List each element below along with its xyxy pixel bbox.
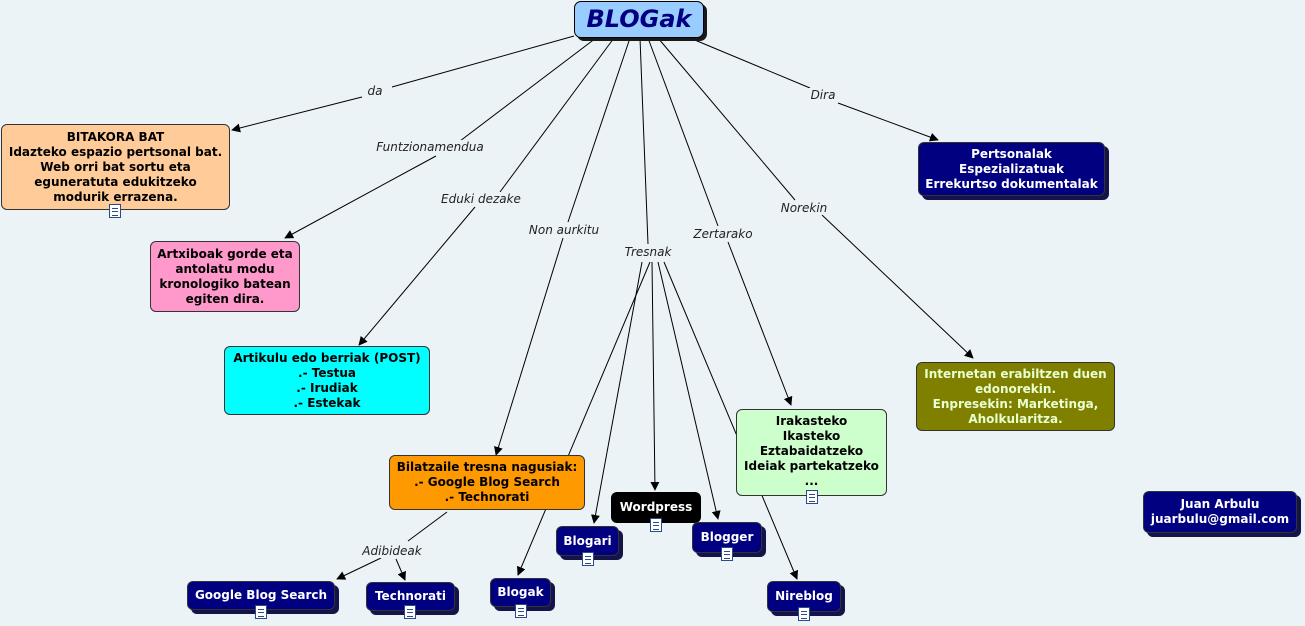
node-artikulu-line: .- Testua [298, 365, 356, 380]
node-bilatzaile-line: .- Technorati [444, 490, 530, 504]
node-blogak[interactable]: Blogak [490, 578, 551, 607]
arrow-norekin-internetan [821, 214, 974, 359]
line-root-dira [689, 37, 811, 89]
link-label-da: da [365, 84, 385, 98]
node-artxiboak-line: antolatu modu [175, 261, 275, 276]
node-bilatzaile-line: .- Google Blog Search [414, 475, 560, 489]
node-internetan-line: edonorekin. [974, 381, 1056, 396]
node-artikulu-line: .- Irudiak [296, 380, 358, 395]
arrow-funtzionamendua-artxiboak [284, 155, 437, 239]
link-label-tresnak: Tresnak [622, 245, 674, 259]
arrow-tresnak-wordpress [650, 261, 660, 491]
node-artxiboak-line: egiten dira. [185, 291, 265, 306]
line-root-norekin [657, 37, 796, 201]
node-wordpress-label: Wordpress [619, 500, 693, 514]
author-name: Juan Arbulu [1180, 497, 1260, 511]
node-artxiboak-line: Artxiboak gorde eta [157, 246, 293, 261]
node-pertsonalak-line: Espezializatuak [959, 161, 1064, 176]
document-icon[interactable] [109, 204, 121, 218]
node-blogger[interactable]: Blogger [692, 522, 762, 553]
document-icon[interactable] [806, 490, 818, 504]
line-root-funtzionamendua [459, 37, 597, 142]
node-artxiboak-line: kronologiko batean [159, 276, 291, 291]
node-irakasteko-line: Ideiak partekatzeko [744, 459, 879, 473]
node-bilatzaile-line: Bilatzaile tresna nagusiak: [396, 460, 578, 474]
arrow-zertarako-irakasteko [727, 241, 793, 406]
line-root-tresnak [639, 37, 649, 245]
node-pertsonalak-line: Errekurtso dokumentalak [925, 176, 1098, 191]
link-label-norekin: Norekin [778, 201, 830, 215]
node-internetan-line: Aholkularitza. [968, 411, 1063, 426]
line-root-zertarako [647, 37, 719, 227]
document-icon[interactable] [404, 605, 416, 619]
author-box: Juan Arbulu juarbulu@gmail.com [1143, 491, 1297, 533]
arrow-tresnak-blogger [657, 261, 721, 520]
node-nireblog-label: Nireblog [775, 589, 833, 603]
root-title: BLOGak [586, 5, 692, 33]
node-irakasteko-line: Eztabaidatzeko [759, 444, 864, 458]
root-node-blogak[interactable]: BLOGak [574, 1, 704, 38]
node-pertsonalak-line: Pertsonalak [971, 146, 1052, 161]
line-root-non [567, 37, 631, 223]
node-internetan[interactable]: Internetan erabiltzen duen edonorekin. E… [916, 362, 1115, 431]
node-google-label: Google Blog Search [194, 588, 328, 602]
node-wordpress[interactable]: Wordpress [611, 492, 701, 523]
node-artxiboak[interactable]: Artxiboak gorde eta antolatu modu kronol… [150, 241, 300, 312]
node-blogak-label: Blogak [497, 585, 544, 599]
link-label-non-aurkitu: Non aurkitu [526, 223, 602, 237]
node-blogari[interactable]: Blogari [556, 526, 619, 556]
node-internetan-line: Internetan erabiltzen duen [924, 366, 1107, 381]
document-icon[interactable] [582, 552, 594, 566]
arrow-dira-pertsonalak [837, 102, 939, 142]
author-email[interactable]: juarbulu@gmail.com [1150, 512, 1290, 526]
line-root-da [391, 35, 575, 88]
arrow-tresnak-blogari [591, 261, 643, 524]
node-irakasteko[interactable]: Irakasteko Ikasteko Eztabaidatzeko Ideia… [736, 409, 887, 496]
link-label-funtzionamendua: Funtzionamendua [374, 140, 486, 154]
node-blogari-label: Blogari [563, 533, 612, 548]
node-blogger-label: Blogger [700, 530, 754, 544]
node-bilatzaile[interactable]: Bilatzaile tresna nagusiak: .- Google Bl… [389, 455, 585, 510]
arrow-adibideak-google [336, 557, 382, 580]
link-label-dira: Dira [808, 88, 838, 102]
document-icon[interactable] [650, 518, 662, 532]
document-icon[interactable] [515, 604, 527, 618]
document-icon[interactable] [798, 607, 810, 621]
node-bitakora-line: BITAKORA BAT [66, 129, 165, 144]
arrow-adibideak-technorati [395, 558, 406, 581]
node-bitakora-line: Web orri bat sortu eta [40, 159, 191, 174]
node-artikulu-line: Artikulu edo berriak (POST) [233, 350, 421, 365]
node-bitakora[interactable]: BITAKORA BAT Idazteko espazio pertsonal … [1, 124, 230, 210]
node-internetan-line: Enpresekin: Marketinga, [932, 396, 1099, 411]
arrow-da-bitakora [231, 96, 363, 133]
link-label-zertarako: Zertarako [691, 227, 755, 241]
line-root-eduki [499, 37, 615, 193]
node-technorati-label: Technorati [374, 589, 447, 603]
arrow-non-bilatzaile [494, 237, 564, 456]
line-bilatzaile-adibideak [407, 511, 448, 542]
node-irakasteko-line: Ikasteko [782, 429, 841, 443]
node-irakasteko-line: ... [804, 474, 819, 488]
node-irakasteko-line: Irakasteko [775, 414, 848, 428]
link-label-eduki-dezake: Eduki dezake [439, 192, 523, 206]
document-icon[interactable] [255, 605, 267, 619]
arrow-tresnak-nireblog [663, 261, 799, 580]
node-bitakora-line: modurik errazena. [53, 189, 178, 204]
node-google-blog-search[interactable]: Google Blog Search [187, 581, 335, 610]
node-bitakora-line: eguneratuta edukitzeko [34, 174, 197, 189]
arrow-tresnak-blogak [517, 261, 651, 576]
node-pertsonalak[interactable]: Pertsonalak Espezializatuak Errekurtso d… [918, 142, 1105, 196]
node-bitakora-line: Idazteko espazio pertsonal bat. [8, 144, 223, 159]
node-artikulu-line: .- Estekak [293, 395, 361, 410]
document-icon[interactable] [721, 547, 733, 561]
link-label-adibideak: Adibideak [360, 544, 424, 558]
arrow-eduki-artikulu [358, 206, 476, 346]
node-artikulu[interactable]: Artikulu edo berriak (POST) .- Testua .-… [224, 346, 430, 415]
